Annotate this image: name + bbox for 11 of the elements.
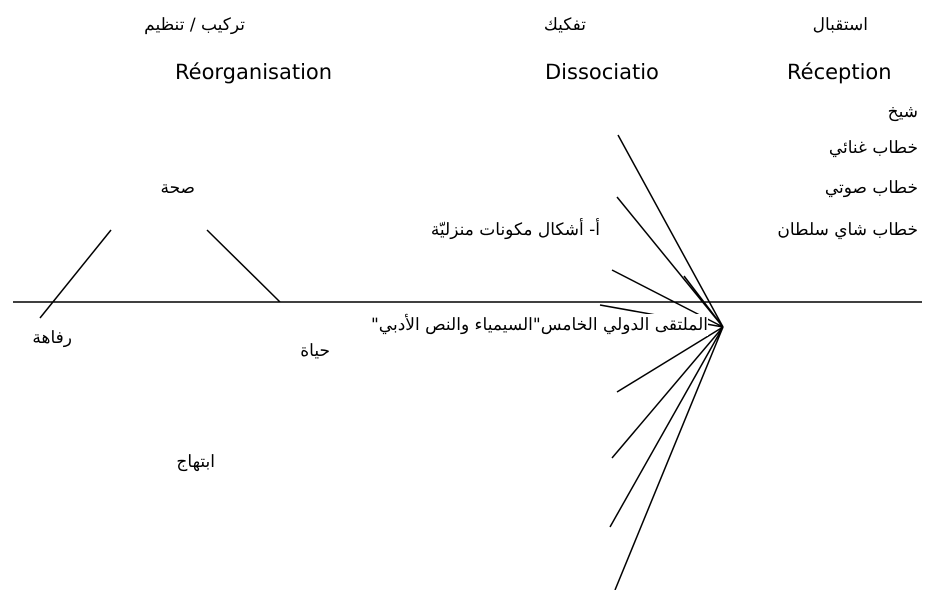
text-label: ابتهاج (176, 451, 215, 473)
text-label: خطاب شاي سلطان (777, 219, 918, 241)
text-label: Réorganisation (175, 59, 332, 85)
text-label: الملتقى الدولي الخامس"السيمياء والنص الأدبي" (370, 314, 708, 336)
text-label: Réception (787, 59, 892, 85)
text-label: أ- أشكال مكونات منزليّة (430, 219, 600, 241)
text-label: خطاب غنائي (828, 137, 918, 159)
text-label: رفاهة (32, 327, 72, 349)
text-label: خطاب صوتي (824, 177, 918, 199)
text-label: تركيب / تنظيم (144, 14, 245, 36)
text-label: استقبال (812, 14, 868, 36)
